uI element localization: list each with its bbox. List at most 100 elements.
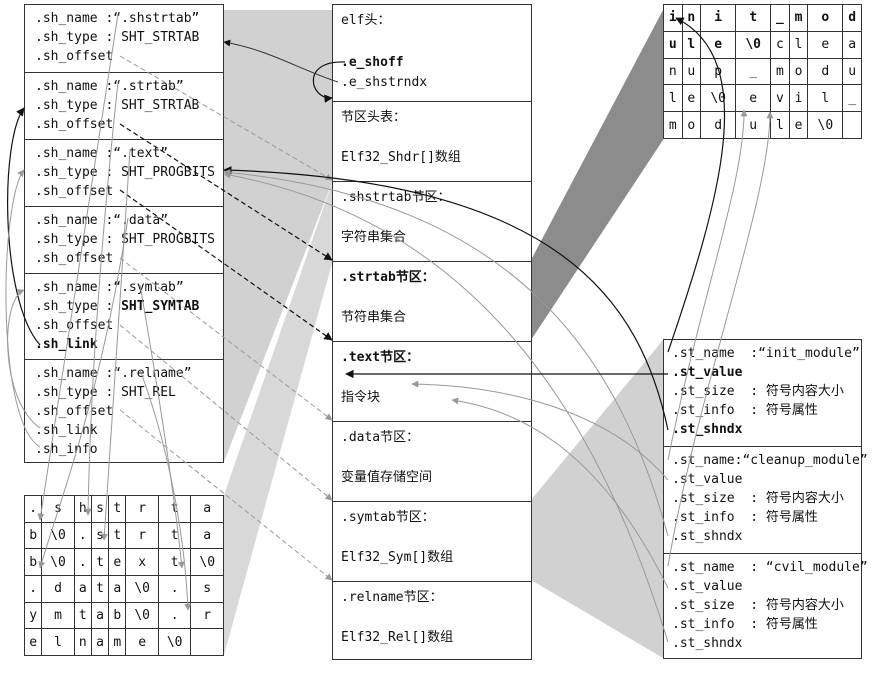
- grid-cell: o: [788, 57, 809, 86]
- grid-cell: t: [108, 521, 127, 550]
- shdr-entry-symtab: .sh_name :“.symtab” .sh_type : SHT_SYMTA…: [25, 273, 223, 359]
- grid-cell: b: [23, 521, 43, 550]
- grid-cell: .: [157, 601, 192, 630]
- grid-cell: .: [73, 548, 92, 576]
- symbol-entry-cvil-module: .st_name : “cvil_module” .st_value .st_s…: [664, 553, 868, 658]
- st-size: .st_size : 符号内容大小: [672, 598, 844, 613]
- elf-file-layout: elf头： .e_shoff .e_shstrndx 节区头表： Elf32_S…: [332, 4, 532, 660]
- grid-cell: n: [681, 4, 702, 32]
- grid-cell: .: [23, 495, 43, 523]
- grid-cell: y: [23, 601, 43, 630]
- shdr-link: .sh_link: [35, 423, 98, 438]
- elf-header-title: elf头：: [341, 13, 391, 28]
- grid-cell: m: [788, 4, 809, 32]
- elf-section-body: Elf32_Sym[]数组: [341, 550, 454, 565]
- grid-cell: s: [41, 495, 75, 523]
- grid-cell: s: [190, 574, 224, 603]
- elf-section-title: .symtab节区：: [341, 510, 435, 525]
- grid-cell: a: [108, 574, 127, 603]
- grid-cell: l: [770, 111, 790, 139]
- grid-cell: e: [788, 111, 809, 139]
- shdr-entry-shstrtab: .sh_name :“.shstrtab” .sh_type : SHT_STR…: [25, 5, 223, 72]
- shdr-name: .sh_name :“.relname”: [35, 366, 192, 381]
- grid-cell: u: [842, 57, 862, 86]
- elf-section-body: 字符串集合: [341, 230, 407, 245]
- band-strtab: [531, 10, 663, 340]
- grid-cell: t: [157, 521, 192, 550]
- shdr-type: .sh_type : SHT_STRTAB: [35, 30, 200, 45]
- st-shndx: .st_shndx: [672, 529, 743, 544]
- grid-cell: [842, 111, 862, 139]
- elf-section-symtab: .symtab节区： Elf32_Sym[]数组: [333, 501, 531, 581]
- grid-cell: e: [108, 548, 127, 576]
- elf-section-title: .text节区：: [341, 350, 420, 365]
- symbol-entry-cleanup-module: .st_name:“cleanup_module” .st_value .st_…: [664, 446, 868, 553]
- grid-cell: l: [681, 30, 702, 59]
- st-size: .st_size : 符号内容大小: [672, 384, 844, 399]
- grid-cell: n: [73, 628, 92, 656]
- grid-cell: t: [73, 601, 92, 630]
- grid-cell: t: [90, 574, 110, 603]
- grid-cell: a: [190, 495, 224, 523]
- st-size: .st_size : 符号内容大小: [672, 491, 844, 506]
- grid-cell: a: [842, 30, 862, 59]
- grid-cell: m: [41, 601, 75, 630]
- grid-cell: l: [41, 628, 75, 656]
- grid-cell: t: [90, 548, 110, 576]
- elf-section-data: .data节区： 变量值存储空间: [333, 421, 531, 501]
- grid-cell: \0: [125, 601, 159, 630]
- elf-section-title: .data节区：: [341, 430, 420, 445]
- elf-section-header-table: 节区头表： Elf32_Shdr[]数组: [333, 101, 531, 181]
- grid-cell: s: [90, 521, 110, 550]
- grid-cell: .: [73, 521, 92, 550]
- grid-cell: .: [157, 574, 192, 603]
- grid-cell: x: [125, 548, 159, 576]
- shdr-type-prefix: .sh_type :: [35, 299, 122, 314]
- st-shndx: .st_shndx: [672, 636, 743, 651]
- grid-cell: u: [681, 57, 702, 86]
- shdr-name: .sh_name :“.strtab”: [35, 79, 184, 94]
- shdr-name: .sh_name :“.text”: [35, 146, 169, 161]
- shdr-offset: .sh_offset: [35, 251, 114, 266]
- grid-cell: d: [807, 57, 844, 86]
- elf-section-title: .shstrtab节区：: [341, 190, 451, 205]
- elf-section-shstrtab: .shstrtab节区： 字符串集合: [333, 181, 531, 261]
- grid-cell: n: [663, 57, 683, 86]
- shdr-type-value: SHT_SYMTAB: [121, 299, 200, 314]
- grid-cell: \0: [125, 574, 159, 603]
- grid-cell: a: [190, 521, 224, 550]
- grid-cell: \0: [41, 548, 75, 576]
- grid-cell: p: [700, 57, 737, 86]
- shdr-entry-text: .sh_name :“.text” .sh_type : SHT_PROGBIT…: [25, 139, 223, 206]
- grid-cell: u: [663, 30, 683, 59]
- shdr-type: .sh_type : SHT_REL: [35, 385, 176, 400]
- grid-cell: r: [190, 601, 224, 630]
- grid-cell: b: [108, 601, 127, 630]
- elf-section-title: 节区头表：: [341, 110, 407, 125]
- grid-cell: _: [770, 4, 790, 32]
- elf-section-body: Elf32_Rel[]数组: [341, 630, 454, 645]
- grid-cell: e: [125, 628, 159, 656]
- elf-section-body: 指令块: [341, 390, 381, 405]
- grid-cell: \0: [41, 521, 75, 550]
- grid-cell: .: [23, 574, 43, 603]
- grid-cell: l: [663, 84, 683, 113]
- grid-cell: m: [108, 628, 127, 656]
- st-name: .st_name:“cleanup_module”: [672, 453, 868, 468]
- grid-cell: i: [788, 84, 809, 113]
- elf-section-relname: .relname节区： Elf32_Rel[]数组: [333, 581, 531, 659]
- elf-section-title: .strtab节区：: [341, 270, 435, 285]
- symbol-table: .st_name :“init_module” .st_value .st_si…: [663, 339, 868, 659]
- grid-cell: v: [770, 84, 790, 113]
- grid-cell: d: [700, 111, 737, 139]
- grid-cell: b: [23, 548, 43, 576]
- grid-cell: \0: [735, 30, 772, 59]
